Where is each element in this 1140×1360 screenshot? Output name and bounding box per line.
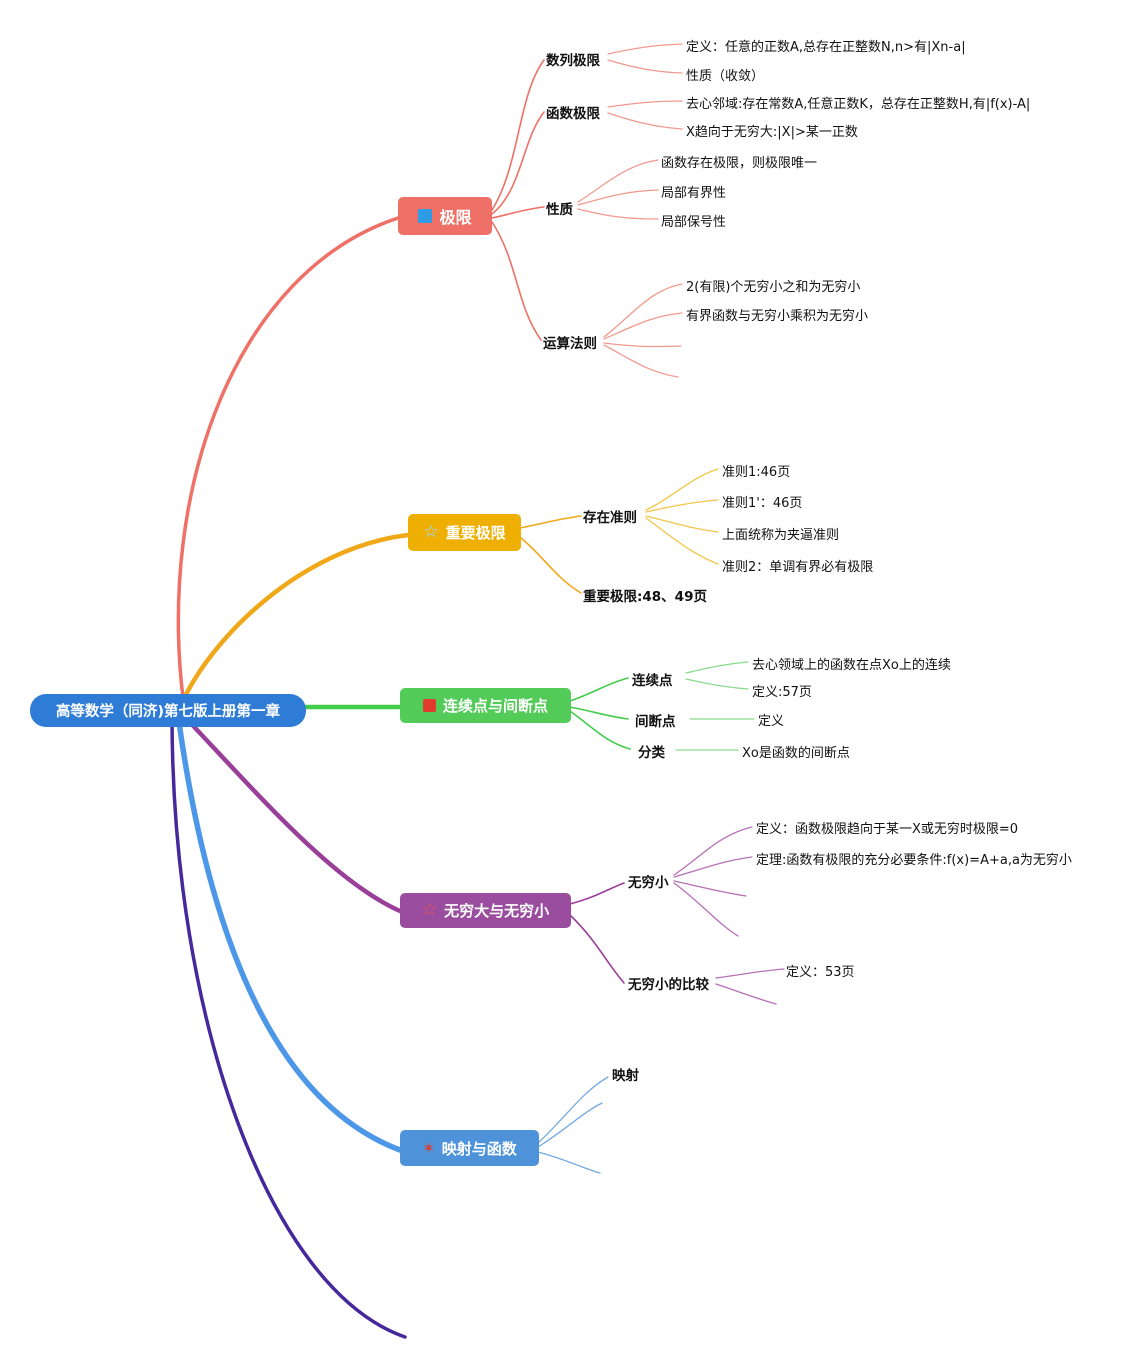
curve-root-to-mapping bbox=[175, 712, 403, 1153]
leaf-connector bbox=[673, 826, 753, 876]
leaf-connector-empty bbox=[603, 344, 679, 378]
leaf-connector bbox=[607, 43, 683, 55]
leaf-item[interactable]: 准则2：单调有界必有极限 bbox=[722, 560, 874, 575]
topic-limit-label: 极限 bbox=[439, 208, 472, 227]
leaf-connector-empty bbox=[537, 1151, 601, 1174]
topic-important-limits[interactable]: ☆ 重要极限 bbox=[408, 514, 521, 551]
leaf-item[interactable]: 去心邻域:存在常数A,任意正数K，总存在正整数H,有|f(x)-A| bbox=[686, 97, 1031, 112]
curve-limit-to-properties bbox=[491, 206, 545, 219]
leaf-item[interactable]: 准则1'：46页 bbox=[722, 496, 803, 511]
leaf-connector-empty bbox=[715, 983, 777, 1005]
subtopic-sequence-limit[interactable]: 数列极限 bbox=[546, 53, 600, 69]
topic-mapping-functions[interactable]: ✶ 映射与函数 bbox=[400, 1130, 539, 1166]
leaf-item[interactable]: 定义：任意的正数A,总存在正整数N,n>有|Xn-a| bbox=[686, 40, 966, 55]
subtopic-continuous-point[interactable]: 连续点 bbox=[632, 673, 673, 689]
topic-continuity-discontinuity[interactable]: 连续点与间断点 bbox=[400, 688, 571, 723]
leaf-item[interactable]: 局部保号性 bbox=[661, 215, 727, 230]
topic-limit[interactable]: 极限 bbox=[398, 197, 492, 235]
root-topic[interactable]: 高等数学（同济)第七版上册第一章 bbox=[30, 694, 306, 727]
leaf-item[interactable]: 去心领域上的函数在点Xo上的连续 bbox=[752, 658, 951, 673]
leaf-item[interactable]: 局部有界性 bbox=[661, 186, 727, 201]
leaf-connector bbox=[607, 112, 683, 130]
leaf-connector bbox=[577, 208, 659, 220]
curve-infinity-to-infinitesimal bbox=[569, 882, 625, 905]
leaf-item[interactable]: 2(有限)个无穷小之和为无穷小 bbox=[686, 280, 861, 295]
subtopic-important-limit-pages[interactable]: 重要极限:48、49页 bbox=[583, 589, 707, 605]
leaf-connector bbox=[645, 499, 719, 513]
leaf-connector bbox=[607, 100, 683, 108]
leaf-connector bbox=[645, 517, 719, 565]
curve-root-unused-branch bbox=[170, 713, 407, 1339]
root-topic-label: 高等数学（同济)第七版上册第一章 bbox=[55, 704, 281, 720]
leaf-item[interactable]: 定义：53页 bbox=[786, 965, 855, 980]
blue-square-icon bbox=[418, 209, 433, 223]
leaf-connector bbox=[577, 189, 659, 206]
leaf-connector bbox=[673, 856, 753, 878]
leaf-item[interactable]: 定义：函数极限趋向于某一X或无穷时极限=0 bbox=[756, 822, 1019, 837]
curve-continuity-to-classification bbox=[569, 710, 631, 750]
subtopic-classification[interactable]: 分类 bbox=[638, 745, 665, 761]
curve-infinity-to-comparison bbox=[569, 914, 625, 984]
leaf-connector bbox=[603, 283, 683, 338]
subtopic-discontinuity-point[interactable]: 间断点 bbox=[635, 714, 676, 730]
curve-limit-to-operation-rules bbox=[491, 221, 542, 341]
leaf-connector bbox=[685, 661, 749, 674]
leaf-item[interactable]: 性质（收敛） bbox=[686, 69, 765, 84]
curve-continuity-to-discontinuity-point bbox=[569, 706, 629, 720]
leaf-connector bbox=[645, 515, 719, 533]
leaf-item[interactable]: X趋向于无穷大:|X|>某一正数 bbox=[686, 125, 858, 140]
topic-important-limits-label: 重要极限 bbox=[445, 524, 506, 542]
leaf-connector bbox=[715, 968, 785, 979]
blue-star-outline-icon: ☆ bbox=[423, 522, 439, 542]
leaf-item[interactable]: 定理:函数有极限的充分必要条件:f(x)=A+a,a为无穷小 bbox=[756, 853, 1072, 868]
subtopic-infinitesimal[interactable]: 无穷小 bbox=[628, 875, 669, 891]
red-square-icon bbox=[422, 699, 436, 712]
leaf-connector-empty bbox=[673, 882, 739, 937]
subtopic-function-limit[interactable]: 函数极限 bbox=[546, 106, 600, 122]
red-star-icon: ✶ bbox=[422, 1138, 435, 1157]
leaf-connector bbox=[645, 468, 719, 511]
leaf-connector-empty bbox=[673, 880, 747, 897]
leaf-item[interactable]: 准则1:46页 bbox=[722, 465, 791, 480]
curve-limit-to-sequence-limit bbox=[491, 59, 545, 211]
leaf-connector-empty bbox=[537, 1102, 603, 1148]
leaf-connector bbox=[685, 678, 749, 690]
curve-important-to-existence bbox=[519, 515, 582, 529]
red-star-outline-icon: ☆ bbox=[421, 900, 438, 920]
topic-infinity-infinitesimal-label: 无穷大与无穷小 bbox=[444, 902, 550, 920]
leaf-connector-empty bbox=[603, 342, 682, 348]
leaf-item[interactable]: 定义 bbox=[758, 714, 785, 729]
leaf-item[interactable]: 上面统称为夹逼准则 bbox=[722, 528, 840, 543]
curve-limit-to-function-limit bbox=[491, 111, 545, 215]
curve-mapping-to-mapping-sub bbox=[537, 1076, 609, 1144]
curve-important-to-pages bbox=[519, 536, 582, 594]
curve-root-to-important bbox=[179, 532, 411, 706]
leaf-item[interactable]: Xo是函数的间断点 bbox=[742, 746, 850, 761]
topic-infinity-infinitesimal[interactable]: ☆ 无穷大与无穷小 bbox=[400, 893, 571, 928]
subtopic-mapping[interactable]: 映射 bbox=[612, 1068, 639, 1084]
leaf-item[interactable]: 函数存在极限，则极限唯一 bbox=[661, 156, 818, 171]
curve-root-to-limit bbox=[176, 216, 400, 700]
subtopic-infinitesimal-comparison[interactable]: 无穷小的比较 bbox=[628, 977, 709, 993]
subtopic-properties[interactable]: 性质 bbox=[546, 202, 573, 218]
curve-continuity-to-continuous-point bbox=[569, 677, 629, 702]
subtopic-operation-rules[interactable]: 运算法则 bbox=[543, 336, 597, 352]
subtopic-existence-criteria[interactable]: 存在准则 bbox=[583, 510, 637, 526]
leaf-item[interactable]: 有界函数与无穷小乘积为无穷小 bbox=[686, 309, 869, 324]
leaf-item[interactable]: 定义:57页 bbox=[752, 685, 812, 700]
leaf-connector bbox=[577, 159, 659, 203]
curve-root-to-infinity bbox=[177, 709, 403, 914]
leaf-connector bbox=[603, 312, 683, 340]
topic-continuity-discontinuity-label: 连续点与间断点 bbox=[442, 697, 548, 715]
leaf-connector bbox=[607, 59, 683, 74]
topic-mapping-functions-label: 映射与函数 bbox=[441, 1139, 517, 1158]
